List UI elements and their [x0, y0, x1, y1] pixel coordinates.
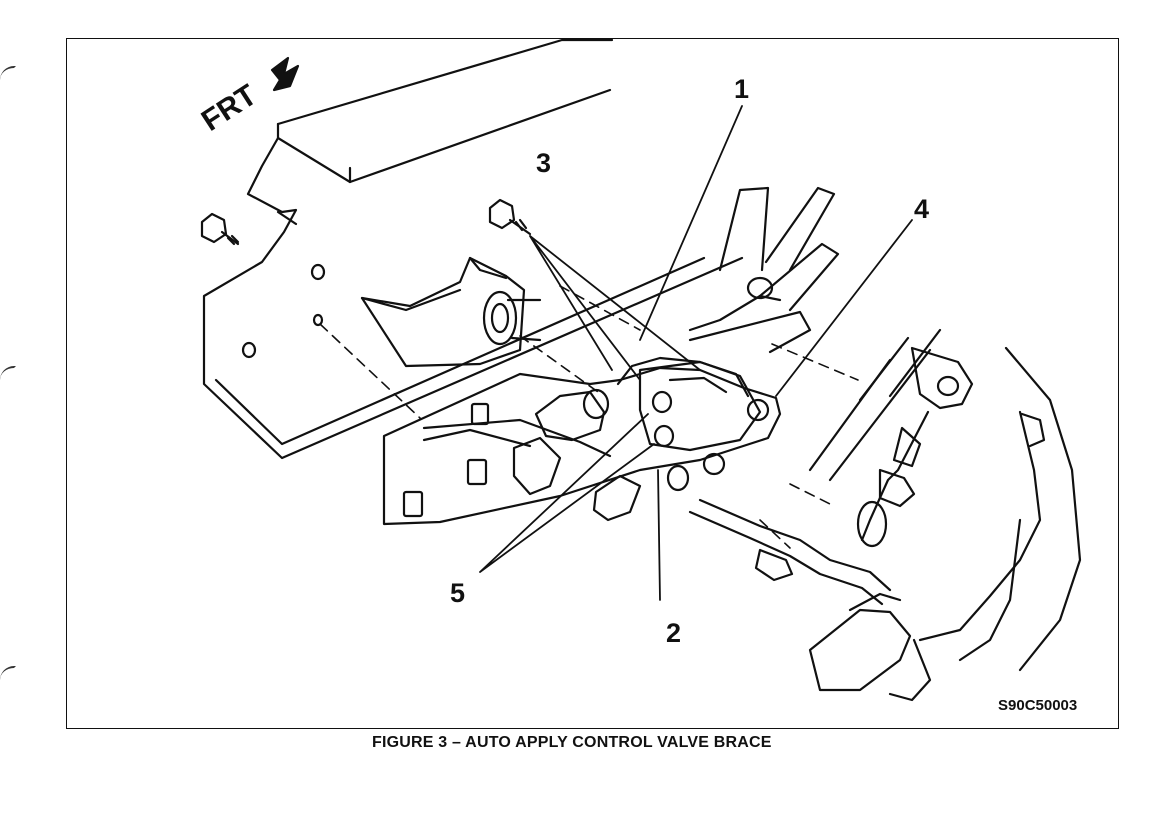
pedal-housing [888, 346, 1082, 702]
valve-brace [382, 310, 812, 526]
callout-3: 3 [536, 148, 551, 178]
hoses [688, 186, 840, 332]
callout-4: 4 [914, 194, 929, 224]
control-valve [638, 360, 770, 476]
frame-bolt [200, 212, 240, 246]
front-arrow-icon [270, 56, 300, 92]
callout-2: 2 [666, 618, 681, 648]
figure-caption: FIGURE 3 – AUTO APPLY CONTROL VALVE BRAC… [372, 734, 772, 751]
front-label: FRT [196, 78, 263, 137]
binding-hole-mark [0, 666, 16, 682]
frame-rail [202, 38, 744, 460]
rod-linkage [808, 328, 974, 548]
leader-lines [479, 105, 913, 601]
binding-hole-mark [0, 366, 16, 382]
bolt-item-3 [488, 198, 532, 236]
binding-hole-mark [0, 66, 16, 82]
front-direction-indicator: FRT [196, 56, 300, 138]
mount-bracket [360, 256, 542, 368]
cable-tube [688, 498, 912, 692]
callout-5: 5 [450, 578, 465, 608]
illustration-code: S90C50003 [998, 697, 1077, 714]
fittings [422, 388, 690, 522]
alignment-lines [319, 285, 859, 549]
figure-frame [66, 38, 1119, 729]
callout-1: 1 [734, 74, 749, 104]
